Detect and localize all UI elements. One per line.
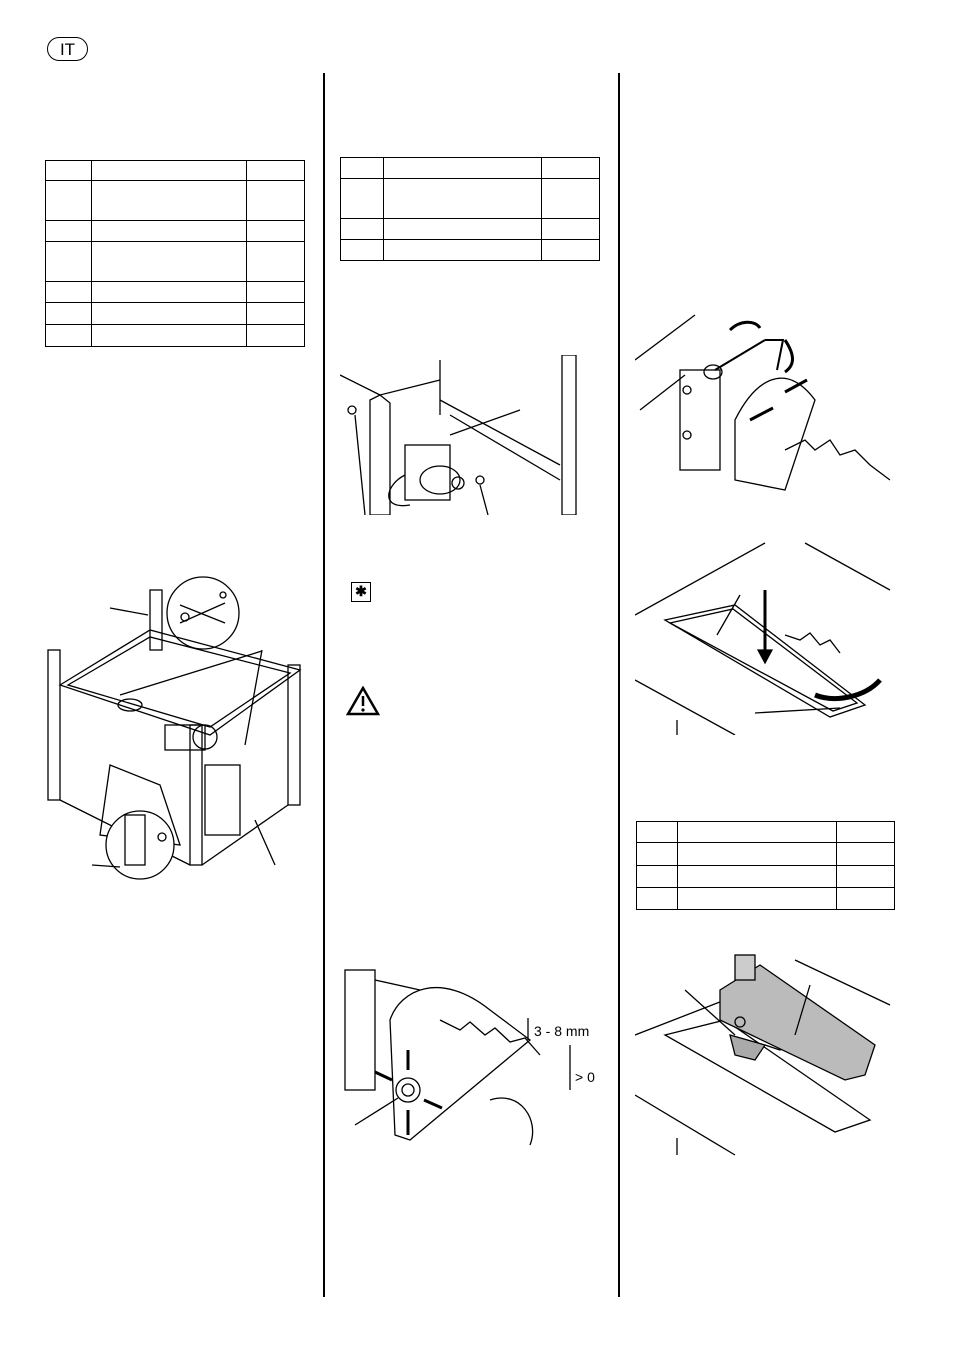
warning-triangle-icon (345, 685, 381, 721)
switch-mount-figure (340, 355, 580, 515)
language-badge: IT (47, 37, 88, 61)
table-insert-figure (635, 535, 895, 735)
blade-guard-adjust-figure: 3 - 8 mm > 0 (340, 960, 610, 1150)
dust-hood-figure (635, 950, 895, 1160)
clearance-dimension-label: > 0 (575, 1069, 595, 1085)
asterisk-note-icon: ✱ (351, 582, 371, 602)
parts-table-middle (340, 157, 600, 261)
riving-knife-adjust-figure (635, 310, 895, 500)
parts-table-right (636, 821, 895, 910)
stand-frame-figure (40, 575, 320, 895)
gap-dimension-label: 3 - 8 mm (534, 1023, 589, 1039)
parts-table-left (45, 160, 305, 347)
column-divider-left (323, 73, 325, 1297)
column-divider-right (618, 73, 620, 1297)
